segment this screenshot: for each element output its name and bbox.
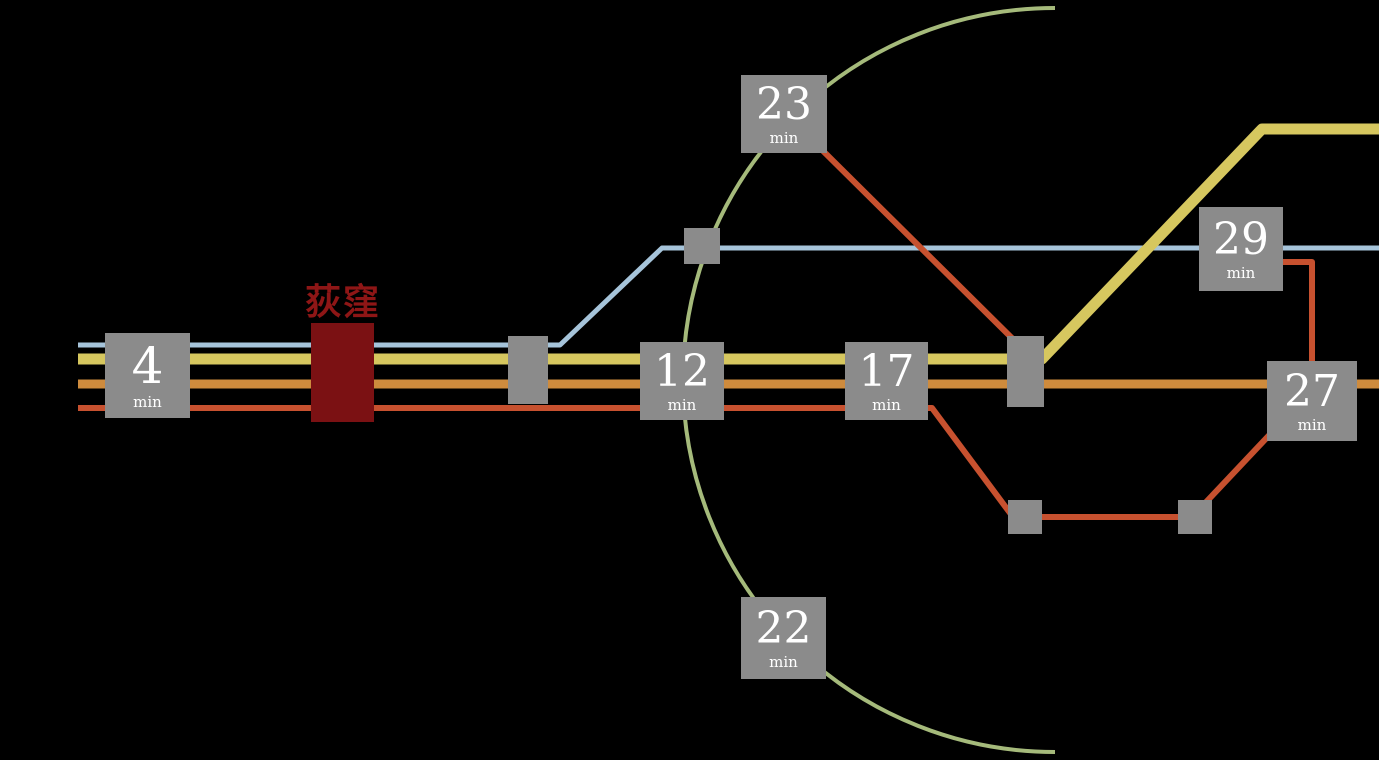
badge-value: 12 bbox=[654, 345, 710, 397]
badge-value: 29 bbox=[1213, 213, 1269, 265]
badge-value: 4 bbox=[131, 337, 164, 395]
badge-value: 27 bbox=[1284, 365, 1340, 417]
origin-station-label: 荻窪 bbox=[304, 281, 381, 323]
badge-unit: min bbox=[769, 128, 799, 147]
station-marker[interactable] bbox=[1008, 500, 1042, 534]
badge-value: 17 bbox=[858, 345, 915, 397]
badge-unit: min bbox=[769, 652, 798, 671]
badge-12min[interactable]: 12 min bbox=[640, 342, 724, 420]
red-line-main bbox=[78, 405, 1279, 520]
station-marker[interactable] bbox=[1007, 336, 1044, 407]
badge-value: 22 bbox=[755, 602, 812, 654]
badge-unit: min bbox=[1226, 263, 1256, 282]
station-marker[interactable] bbox=[508, 336, 548, 404]
station-marker[interactable] bbox=[1178, 500, 1212, 534]
origin-station-marker[interactable] bbox=[311, 323, 374, 422]
badge-value: 23 bbox=[756, 78, 812, 130]
station-marker[interactable] bbox=[684, 228, 720, 264]
yellow-line bbox=[78, 123, 1379, 365]
badge-unit: min bbox=[872, 395, 901, 414]
badge-23min[interactable]: 23 min bbox=[741, 75, 827, 153]
blue-line bbox=[78, 245, 1379, 348]
red-line-branch bbox=[809, 137, 1035, 361]
badge-17min[interactable]: 17 min bbox=[845, 342, 928, 420]
badge-29min[interactable]: 29 min bbox=[1199, 207, 1283, 291]
badge-22min[interactable]: 22 min bbox=[741, 597, 826, 679]
badge-unit: min bbox=[133, 393, 162, 411]
badge-unit: min bbox=[667, 395, 697, 414]
badge-4min[interactable]: 4 min bbox=[105, 333, 190, 418]
badge-unit: min bbox=[1297, 415, 1327, 434]
badge-27min[interactable]: 27 min bbox=[1267, 361, 1357, 441]
